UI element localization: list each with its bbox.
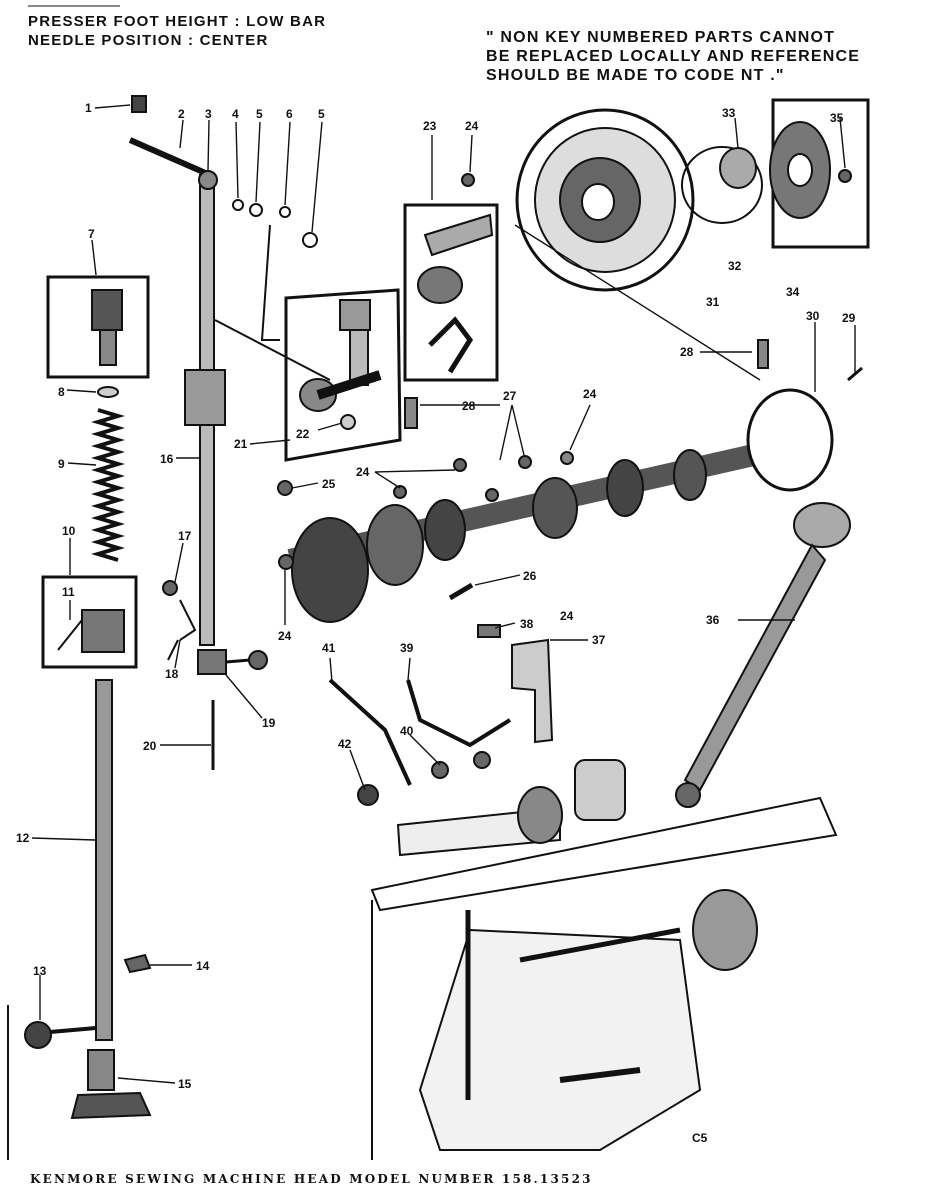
part-9-spring [91,408,125,562]
part-2-shaft [128,137,212,178]
label-24e: 24 [560,609,574,623]
label-16: 16 [160,452,174,466]
part-15-foot [70,1091,152,1120]
label-24b: 24 [583,387,597,401]
part-37-bracket [511,638,554,744]
label-25: 25 [322,477,336,491]
part-19-clamp [197,649,227,675]
label-31: 31 [706,295,720,309]
label-21: 21 [234,437,248,451]
part-1-shape [131,95,147,113]
leader-lines [31,104,856,1084]
label-15: 15 [178,1077,192,1091]
arm-tube [396,759,626,857]
part-21-box [284,288,402,462]
part-numbers: 1 2 3 4 5 6 5 7 8 9 10 11 12 13 14 15 16… [16,101,856,1145]
label-27: 27 [503,389,517,403]
label-24d: 24 [278,629,292,643]
note-line-1: " NON KEY NUMBERED PARTS CANNOT [486,29,836,46]
part-3-link [198,170,218,190]
presser-foot-height-text: PRESSER FOOT HEIGHT : LOW BAR [28,13,327,30]
label-8: 8 [58,385,65,399]
part-15-shank [87,1049,115,1091]
label-5b: 5 [318,107,325,121]
label-5: 5 [256,107,263,121]
label-18: 18 [165,667,179,681]
part-33-ring [719,147,757,189]
main-shaft [287,388,834,623]
label-28a: 28 [680,345,694,359]
part-12-bar [95,679,113,1041]
label-2: 2 [178,107,185,121]
label-30: 30 [806,309,820,323]
label-38: 38 [520,617,534,631]
part-32-plate [681,146,763,224]
label-41: 41 [322,641,336,655]
label-13: 13 [33,964,47,978]
label-42: 42 [338,737,352,751]
label-24a: 24 [465,119,479,133]
part-7-box [46,275,150,379]
label-28b: 28 [462,399,476,413]
label-33: 33 [722,106,736,120]
label-14: 14 [196,959,210,973]
note-line-3: SHOULD BE MADE TO CODE NT ." [486,67,785,84]
label-37: 37 [592,633,606,647]
label-4: 4 [232,107,239,121]
header-left: PRESSER FOOT HEIGHT : LOW BAR NEEDLE POS… [28,12,326,50]
part-7-knob [91,289,123,331]
label-19: 19 [262,716,276,730]
label-22: 22 [296,427,310,441]
label-36: 36 [706,613,720,627]
section-code: C5 [692,1131,708,1145]
label-35: 35 [830,111,844,125]
part-10-box [41,575,138,669]
note-line-2: BE REPLACED LOCALLY AND REFERENCE [486,48,861,65]
label-20: 20 [143,739,157,753]
label-9: 9 [58,457,65,471]
label-3: 3 [205,107,212,121]
label-29: 29 [842,311,856,325]
label-10: 10 [62,524,76,538]
header-right-note: " NON KEY NUMBERED PARTS CANNOT BE REPLA… [486,28,860,85]
label-17: 17 [178,529,192,543]
label-26: 26 [523,569,537,583]
label-6: 6 [286,107,293,121]
label-11: 11 [62,585,75,599]
label-40: 40 [400,724,414,738]
part-31-handwheel [515,108,695,292]
label-32: 32 [728,259,742,273]
bed-tube [370,796,838,912]
part-13-screw [24,1021,52,1049]
label-39: 39 [400,641,414,655]
needle-position-text: NEEDLE POSITION : CENTER [28,32,269,49]
label-34: 34 [786,285,800,299]
part-8-washer [97,386,119,398]
label-1: 1 [85,101,92,115]
label-12: 12 [16,831,30,845]
part-10-block [81,609,125,653]
part-36-rod [675,502,851,808]
part-30-pulley [746,388,834,492]
part-14-shape [123,953,152,974]
model-number-footer: KENMORE SEWING MACHINE HEAD MODEL NUMBER… [30,1172,593,1186]
label-23: 23 [423,119,437,133]
overview-machine [418,889,758,1151]
part-23-box [403,203,499,382]
part-16-bracket [184,369,226,426]
label-7: 7 [88,227,95,241]
label-24c: 24 [356,465,370,479]
